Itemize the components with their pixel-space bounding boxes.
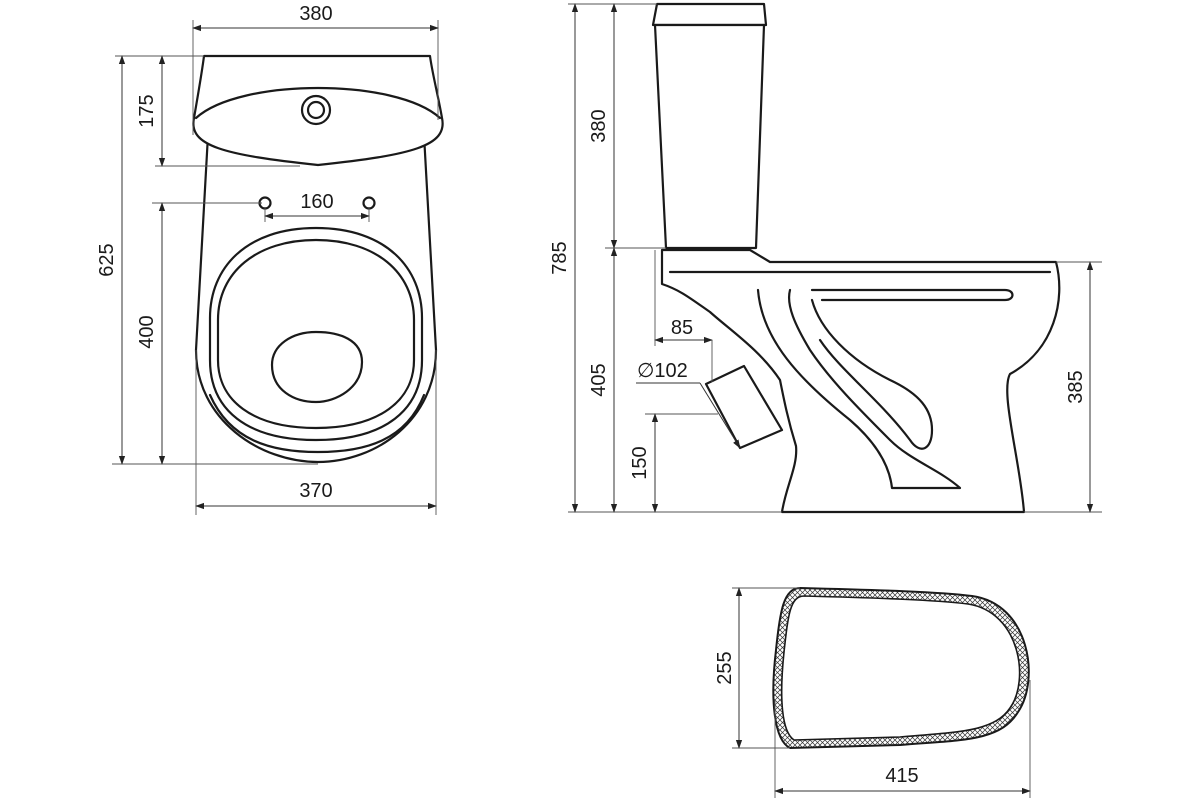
dim-outlet-diameter: ∅102 <box>637 360 688 382</box>
dim-total-depth: 625 <box>96 243 118 276</box>
top-view-cistern-cover <box>192 54 444 167</box>
bolt-hole-right-icon <box>362 196 376 210</box>
top-view-bowl-opening <box>270 330 364 404</box>
dim-outlet-offset: 85 <box>671 317 693 339</box>
dim-seat-length: 415 <box>885 765 918 787</box>
side-view-cistern-lid <box>651 2 768 27</box>
dim-top-width: 380 <box>299 3 332 25</box>
top-view: 380 175 625 160 400 370 <box>96 3 444 515</box>
side-view-bowl-body <box>660 248 1061 514</box>
top-view-rim-contour <box>208 393 426 454</box>
flush-button-icon <box>300 94 332 126</box>
top-view-bowl-body <box>194 133 438 464</box>
dim-outlet-height: 150 <box>629 446 651 479</box>
side-view-trapway <box>756 288 962 490</box>
top-view-seat-inner <box>216 238 416 430</box>
dim-bowl-length: 400 <box>136 315 158 348</box>
side-view-bowl-well <box>810 298 934 450</box>
dim-seat-width: 255 <box>714 651 736 684</box>
dim-base-width: 370 <box>299 480 332 502</box>
side-view-outlet <box>704 364 784 450</box>
seat-section-inner <box>780 595 1021 741</box>
dim-bowl-height: 405 <box>588 363 610 396</box>
side-view-cistern-body <box>653 23 766 250</box>
seat-section-view: 255 415 <box>714 586 1031 798</box>
dim-tank-depth: 175 <box>136 94 158 127</box>
dim-bolt-spacing: 160 <box>300 191 333 213</box>
dim-tank-height: 380 <box>588 109 610 142</box>
flush-button-inner-icon <box>306 100 326 120</box>
top-view-cistern-curve <box>194 87 442 120</box>
side-view-rim-channel <box>810 288 1014 302</box>
dim-total-height: 785 <box>549 241 571 274</box>
dim-rim-height: 385 <box>1065 370 1087 403</box>
top-view-seat-outer <box>208 226 424 442</box>
side-view: 785 380 405 85 ∅102 150 385 <box>549 2 1102 514</box>
